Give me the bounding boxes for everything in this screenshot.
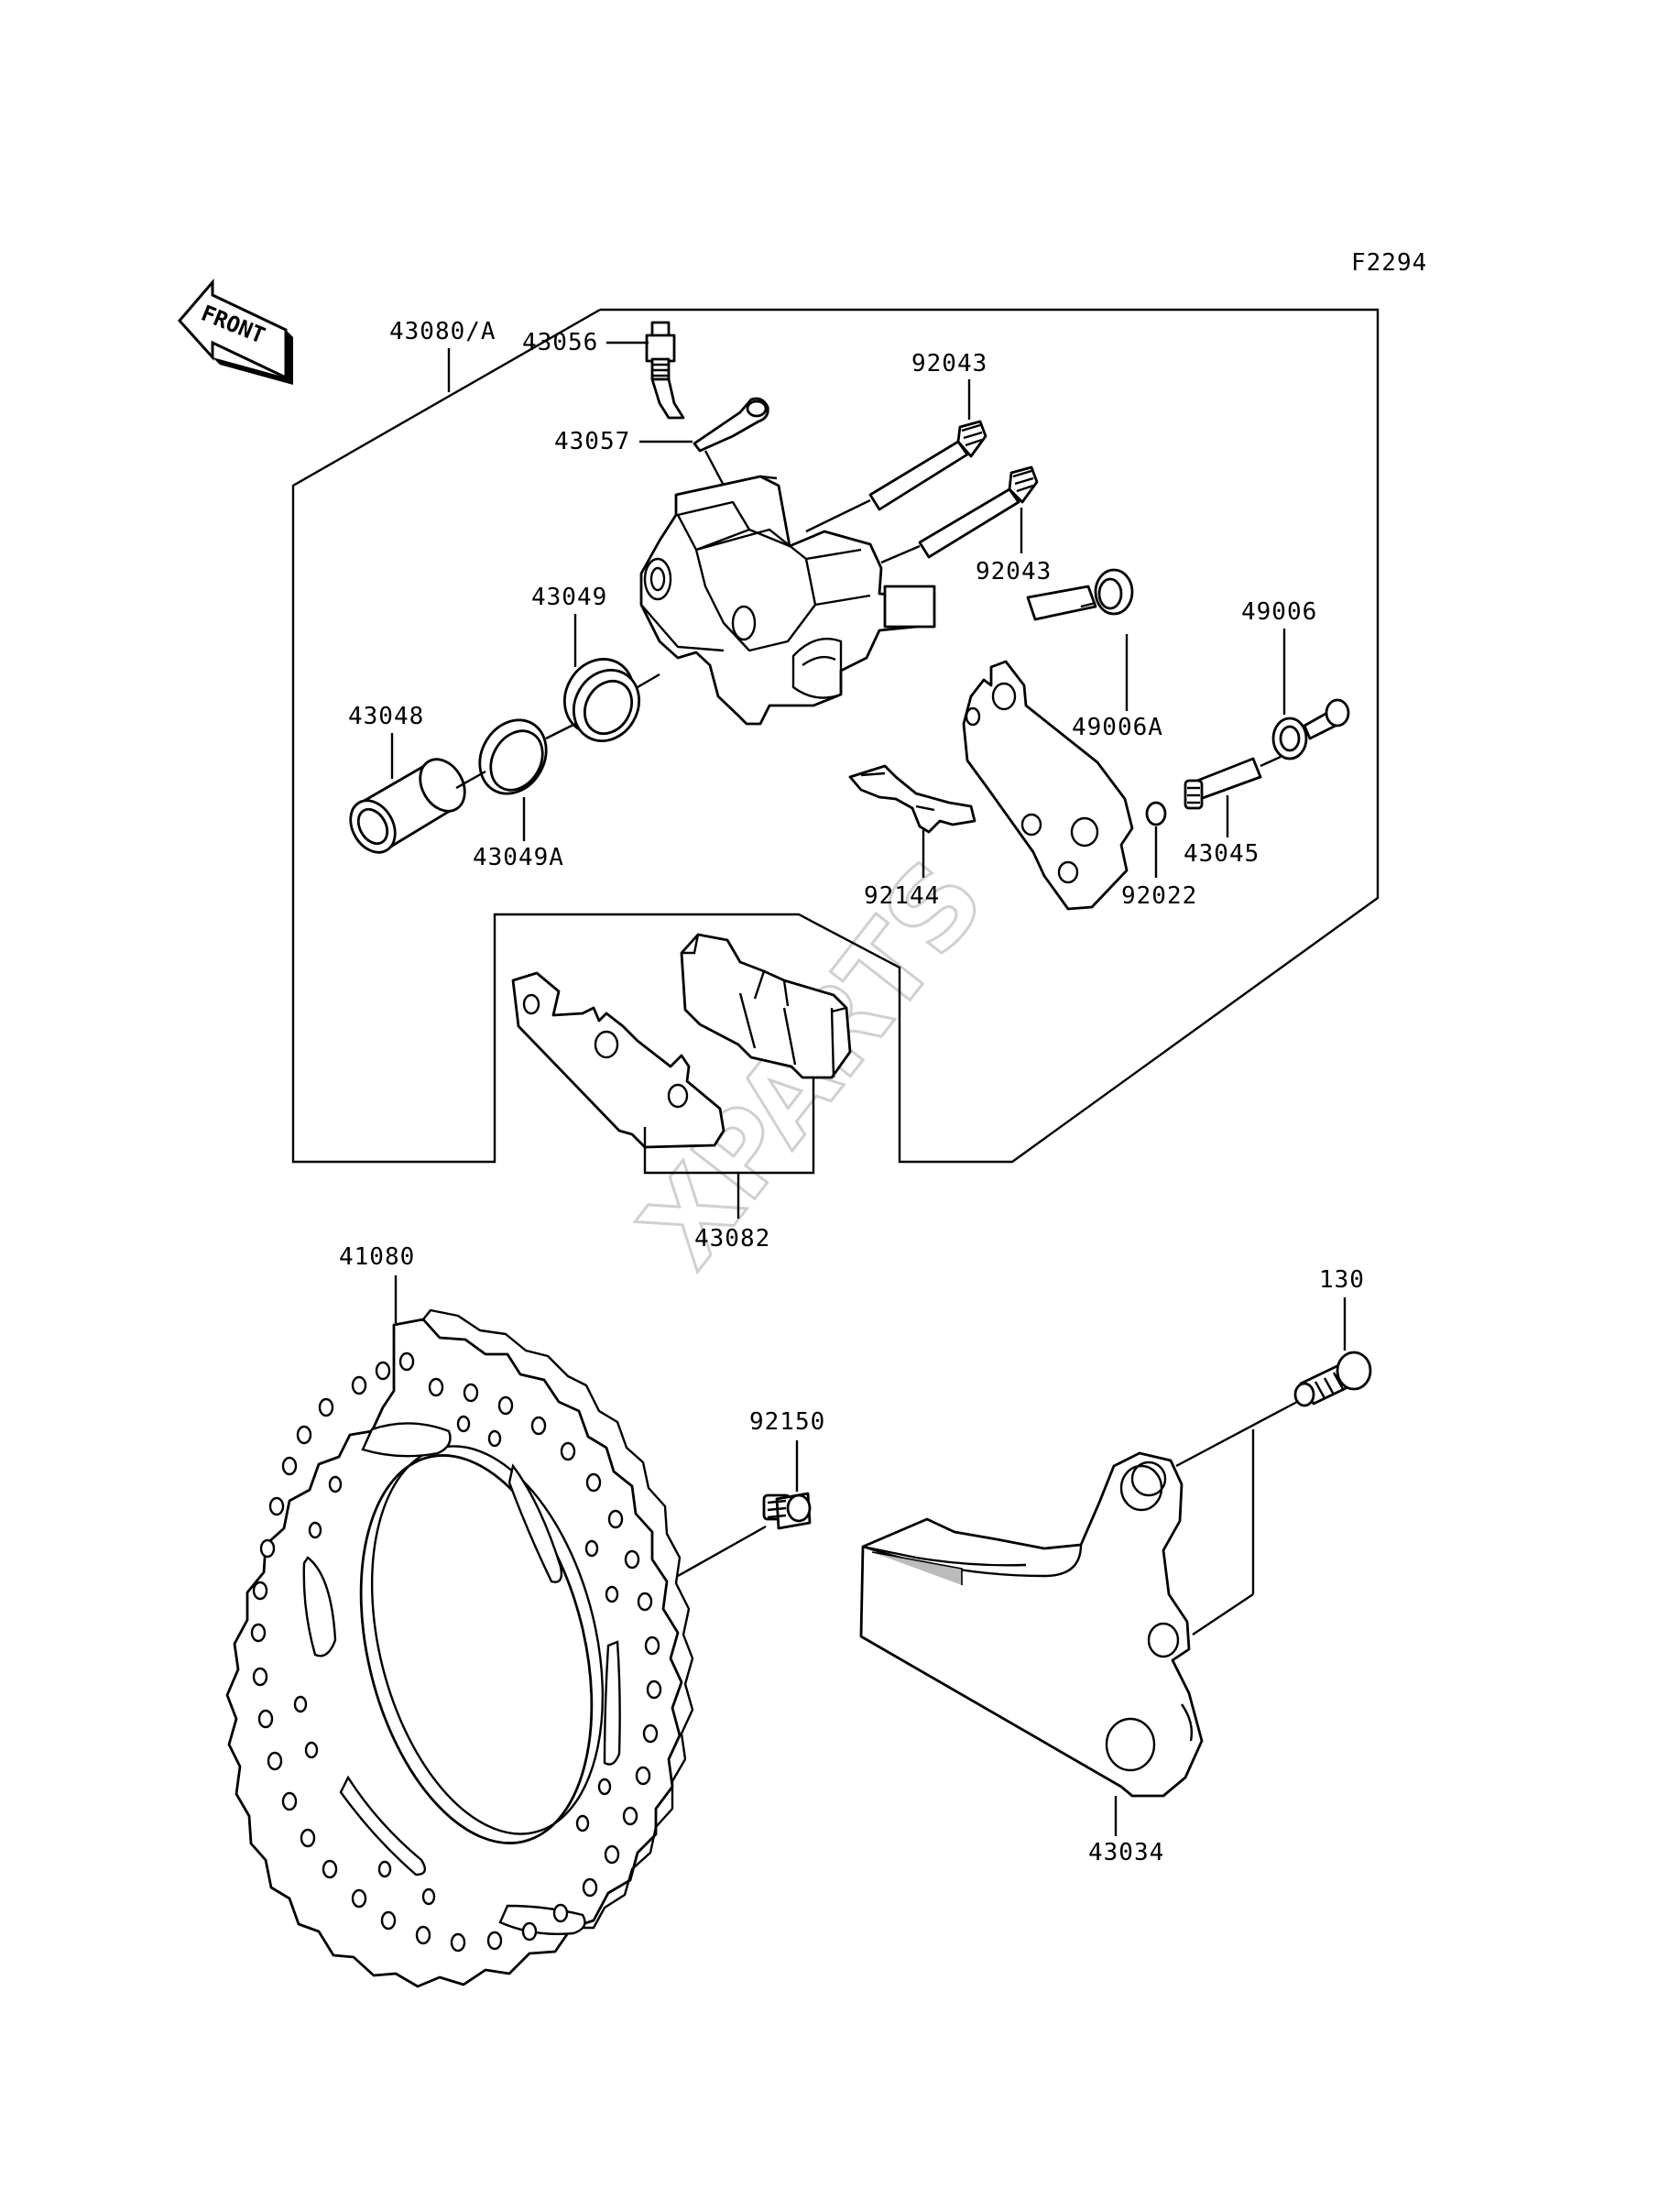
brake-pad-shim: [511, 971, 725, 1149]
bushing-49006: [1271, 698, 1350, 760]
callout-43049A: 43049A: [473, 844, 564, 871]
brake-pad: [680, 933, 852, 1079]
piston-seal: [563, 658, 640, 742]
callout-43056: 43056: [522, 329, 598, 356]
caliper-body: [639, 475, 936, 726]
bleeder-valve: [645, 321, 685, 420]
caliper-hanger-bracket: [859, 1451, 1204, 1798]
callout-43057: 43057: [554, 428, 630, 455]
piston: [349, 758, 466, 854]
bushing: [1026, 568, 1134, 621]
callout-92043-lower: 92043: [976, 558, 1052, 585]
disc-bolt: [762, 1492, 812, 1530]
dust-seal: [478, 718, 548, 795]
callout-43045: 43045: [1184, 840, 1260, 868]
slide-pin-upper: [805, 420, 987, 533]
bracket-pin: [1184, 757, 1262, 810]
bleeder-cap: [693, 397, 769, 453]
slide-pin-lower: [880, 465, 1039, 564]
callout-43034: 43034: [1088, 1839, 1164, 1866]
pad-spring: [848, 764, 976, 834]
callout-49006A: 49006A: [1072, 714, 1163, 741]
disc-drill-holes: [250, 1351, 662, 1953]
callout-92144: 92144: [864, 882, 940, 910]
circlip: [1145, 801, 1167, 826]
callout-43049: 43049: [531, 584, 607, 611]
callout-92043-upper: 92043: [911, 350, 987, 377]
callout-92150: 92150: [749, 1408, 825, 1436]
callout-43080A: 43080/A: [389, 318, 496, 345]
callout-43048: 43048: [348, 703, 424, 730]
callout-92022: 92022: [1121, 882, 1197, 910]
figure-code: F2294: [1351, 249, 1427, 277]
caliper-group-outline: [291, 308, 1380, 1164]
callout-130: 130: [1319, 1266, 1365, 1294]
callout-49006: 49006: [1241, 598, 1317, 626]
bracket-bolt: [1293, 1351, 1372, 1407]
brake-disc: [225, 1308, 694, 1988]
caliper-bracket: [962, 660, 1134, 911]
callout-41080: 41080: [339, 1243, 415, 1271]
front-arrow-icon: FRONT: [178, 278, 293, 385]
callout-43082: 43082: [694, 1225, 770, 1253]
